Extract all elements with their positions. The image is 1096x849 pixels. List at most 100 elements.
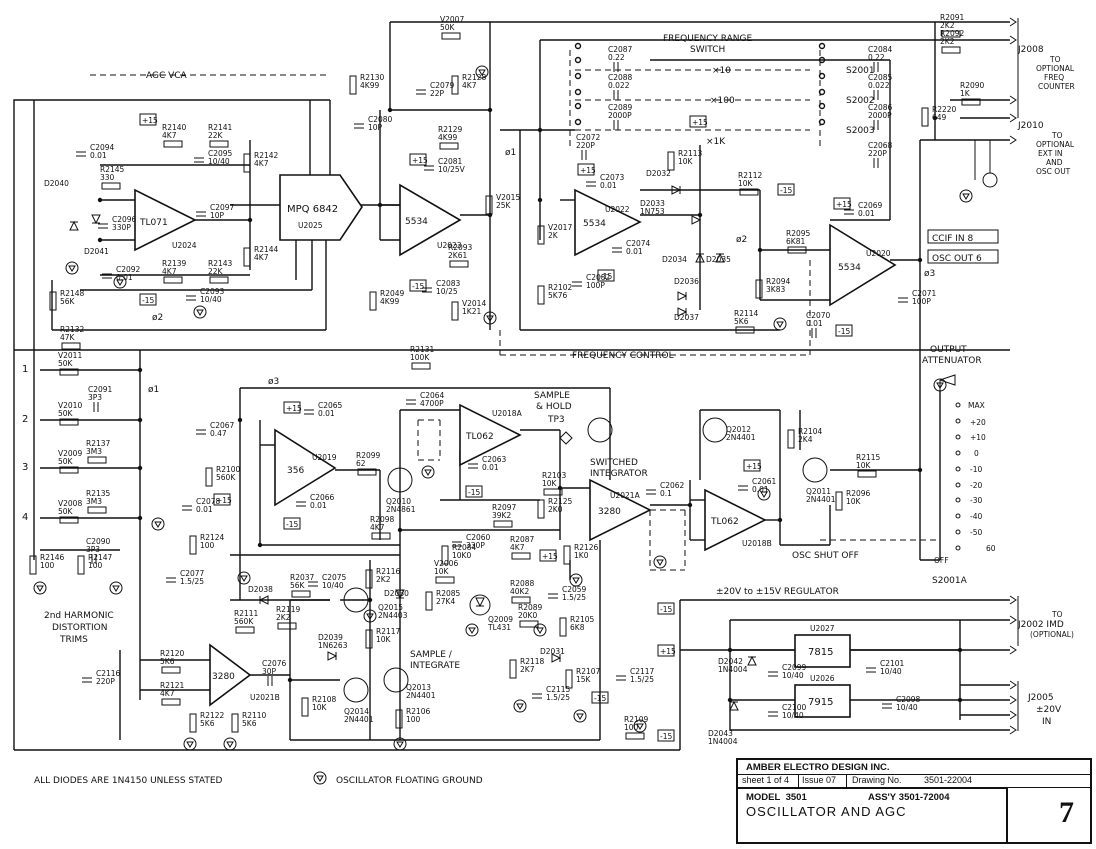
- drawing-title: OSCILLATOR AND AGC: [746, 804, 907, 819]
- component-ref: V2011: [58, 351, 82, 360]
- resistor-symbol: [189, 535, 197, 555]
- switched-integrator-label: SWITCHED: [590, 458, 638, 468]
- att-step: MAX: [968, 401, 985, 410]
- component-value: 4K7: [162, 131, 177, 140]
- component-ref: Q2009: [488, 615, 513, 624]
- component-value: 4K99: [360, 81, 379, 90]
- component-ref: Q2011: [806, 487, 831, 496]
- freq-control-label: FREQUENCY CONTROL: [572, 351, 674, 361]
- att-step: 0: [974, 449, 979, 458]
- component-ref: R2096: [846, 489, 871, 498]
- component-value: 0.022: [608, 81, 630, 90]
- component-value: 1K0: [574, 551, 589, 560]
- resistor-symbol: [493, 520, 513, 528]
- u2020-ref: U2020: [866, 249, 891, 258]
- resistor-symbol: [441, 545, 449, 565]
- component-value: 10/40: [880, 667, 902, 676]
- component-ref: R2126: [574, 543, 599, 552]
- component-ref: R2147: [88, 553, 113, 562]
- u2018a-part: TL062: [465, 432, 494, 442]
- component-value: 50K: [58, 409, 74, 418]
- component-ref: C2064: [420, 391, 445, 400]
- capacitor-symbol: [422, 287, 432, 293]
- component-value: 0.47: [210, 429, 227, 438]
- component-ref: C2097: [210, 203, 235, 212]
- component-value: 2N4861: [386, 505, 416, 514]
- resistor-symbol: [49, 291, 57, 311]
- resistor-symbol: [755, 279, 763, 299]
- component-ref: R2129: [438, 125, 463, 134]
- att-step: -40: [970, 512, 982, 521]
- component-ref: C2073: [600, 173, 625, 182]
- regulator-label: ±20V to ±15V REGULATOR: [716, 587, 839, 597]
- component-value: 50K: [58, 359, 74, 368]
- resistor-symbol: [59, 418, 79, 426]
- sheet-row: sheet 1 of 4 Issue 07 Drawing No. 3501-2…: [738, 774, 1090, 788]
- component-ref: R2112: [738, 171, 763, 180]
- component-ref: C2083: [436, 279, 461, 288]
- jack-symbol: [974, 140, 998, 188]
- component-value: 5K76: [548, 291, 567, 300]
- att-step: -50: [970, 528, 982, 537]
- component-value: 22P: [430, 89, 445, 98]
- phase-label: ø2: [736, 235, 747, 245]
- component-ref: R2114: [734, 309, 759, 318]
- component-value: 3P3: [86, 545, 100, 554]
- component-value: 20K0: [518, 611, 537, 620]
- rail-pos: +15: [142, 116, 158, 125]
- rail-neg: -15: [142, 296, 154, 305]
- capacitor-symbol: [91, 554, 97, 564]
- component-value: 100P: [586, 281, 605, 290]
- u2020-part: 5534: [838, 263, 861, 273]
- component-ref: R2143: [208, 259, 233, 268]
- osc-out-label: OSC OUT 6: [932, 254, 982, 264]
- component-ref: R2093: [448, 243, 473, 252]
- resistor-symbol: [59, 466, 79, 474]
- tp3-symbol: [559, 431, 573, 445]
- component-ref: V2008: [58, 499, 82, 508]
- trim-number: 4: [22, 512, 28, 523]
- component-value: 2K4: [798, 435, 813, 444]
- component-value: 10/25V: [438, 165, 466, 174]
- phase-label: ø1: [505, 148, 516, 158]
- component-ref: R2095: [786, 229, 811, 238]
- component-ref: Q2015: [378, 603, 403, 612]
- model-label: MODEL: [746, 792, 781, 803]
- resistor-symbol: [411, 362, 431, 370]
- component-ref: C2066: [310, 493, 335, 502]
- u2025-part: MPQ 6842: [287, 204, 338, 215]
- component-value: 4K7: [162, 267, 177, 276]
- u2026-block: [794, 684, 851, 718]
- component-ref: R2111: [234, 609, 259, 618]
- divider: [798, 774, 799, 788]
- wiring: [13, 21, 1010, 751]
- resistor-symbol: [243, 247, 251, 267]
- component-ref: R2130: [360, 73, 385, 82]
- resistor-symbol: [435, 576, 455, 584]
- component-value: 2K0: [548, 505, 563, 514]
- resistor-symbol: [357, 468, 377, 476]
- att-step: +10: [970, 433, 986, 442]
- j2002-sub: TO: [1051, 610, 1063, 619]
- sample-hold-label-2: & HOLD: [536, 402, 572, 412]
- resistor-symbol: [87, 456, 107, 464]
- resistor-symbol: [735, 326, 755, 334]
- capacitor-symbol: [882, 703, 892, 709]
- component-value: 2N4401: [344, 715, 374, 724]
- u2021a-part: 3280: [598, 507, 621, 517]
- component-ref: R2115: [856, 453, 881, 462]
- resistor-symbol: [395, 709, 403, 729]
- component-ref: R2220: [932, 105, 957, 114]
- switch-contacts: [574, 42, 826, 126]
- assy-label: ASS'Y: [868, 792, 897, 803]
- u2019-ref: U2019: [312, 453, 337, 462]
- component-ref: C2086: [868, 103, 893, 112]
- resistor-symbol: [29, 555, 37, 575]
- component-value: 1.5/25: [562, 593, 586, 602]
- freq-range-label-2: SWITCH: [690, 45, 725, 55]
- component-ref: V2007: [440, 15, 464, 24]
- capacitor-symbol: [844, 209, 854, 215]
- ic-blocks: MPQ 6842 U2025 TL071 U2024 5534 U2023 55…: [134, 174, 897, 718]
- component-value: 100: [624, 723, 639, 732]
- capacitor-symbol: [768, 671, 778, 677]
